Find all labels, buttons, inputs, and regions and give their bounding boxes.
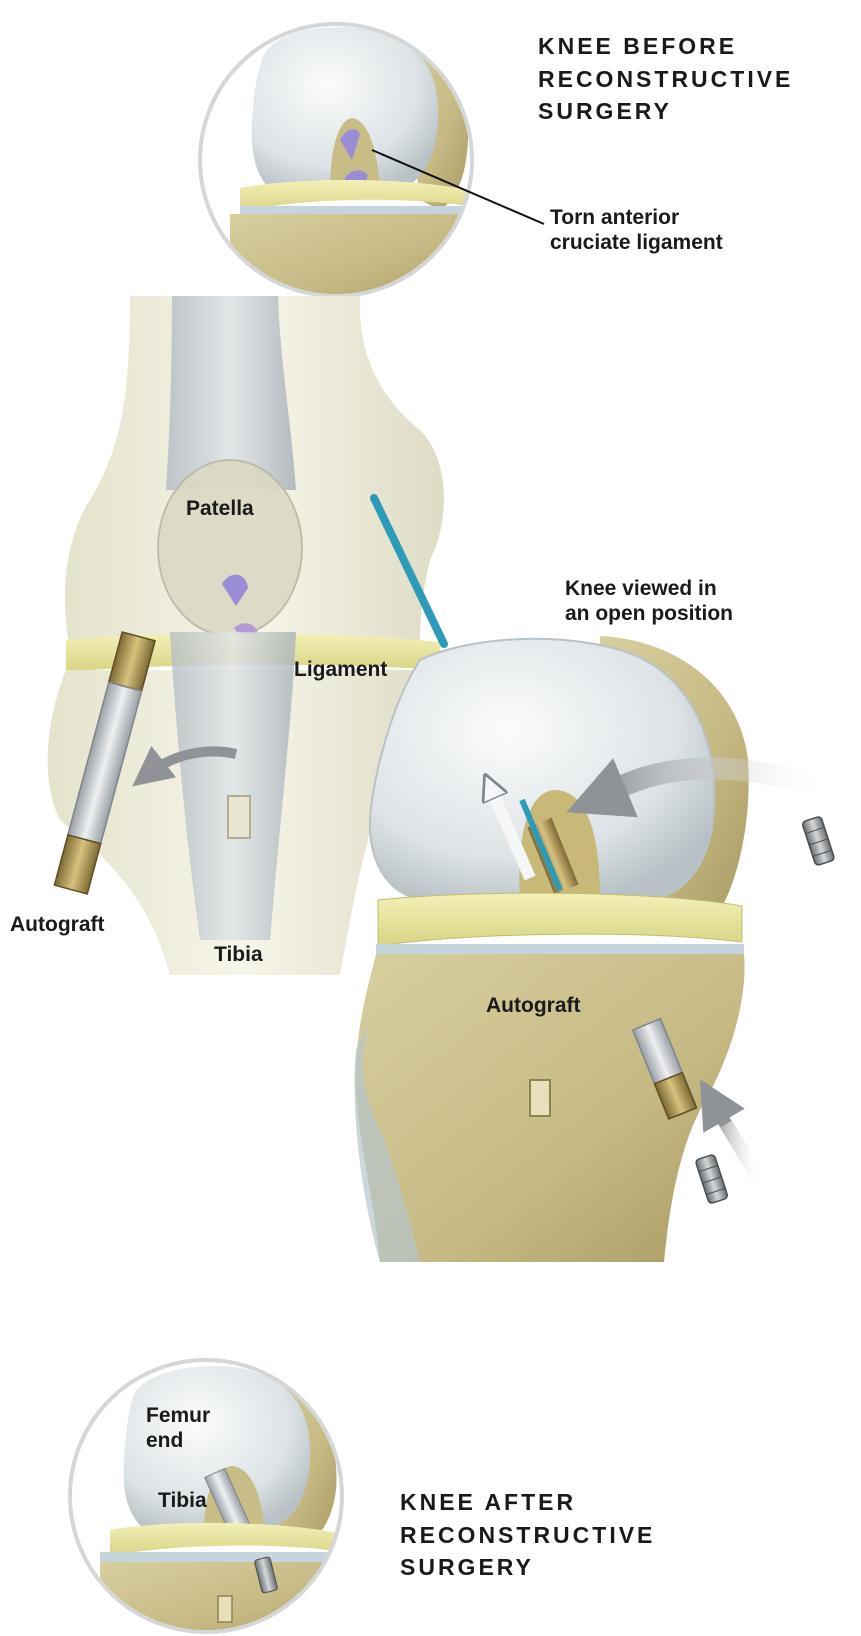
- open-meniscus: [378, 893, 742, 946]
- harvest-site: [228, 796, 250, 838]
- after-tibia-label: Tibia: [158, 1488, 207, 1513]
- lower-arrow: [712, 1100, 726, 1124]
- after-cartilage-gap: [100, 1552, 350, 1562]
- patella: [158, 460, 302, 636]
- front-tibia-label: Tibia: [214, 942, 263, 967]
- after-heading-line-1: KNEE AFTER: [400, 1486, 655, 1519]
- graft-bone-plug-bottom: [54, 835, 100, 894]
- tibial-tunnel: [530, 1080, 550, 1116]
- knee-before-inset: [200, 20, 544, 300]
- open-autograft-label: Autograft: [486, 993, 580, 1018]
- before-heading-line-3: SURGERY: [538, 95, 793, 128]
- femur-end-label-line-2: end: [146, 1428, 210, 1453]
- after-tibial-tunnel: [218, 1596, 232, 1622]
- patella-label: Patella: [186, 496, 254, 521]
- torn-ligament-label: Torn anterior cruciate ligament: [550, 205, 723, 255]
- femur-end-label-line-1: Femur: [146, 1403, 210, 1428]
- torn-ligament-label-line-2: cruciate ligament: [550, 230, 723, 255]
- interference-screw-top: [802, 816, 835, 866]
- open-view-title: Knee viewed in an open position: [565, 576, 733, 626]
- front-autograft-label: Autograft: [10, 912, 104, 937]
- open-view-title-line-1: Knee viewed in: [565, 576, 733, 601]
- open-cartilage-gap: [376, 944, 744, 954]
- femur-end-label: Femur end: [146, 1403, 210, 1453]
- torn-ligament-label-line-1: Torn anterior: [550, 205, 723, 230]
- after-heading-line-3: SURGERY: [400, 1551, 655, 1584]
- after-heading: KNEE AFTER RECONSTRUCTIVE SURGERY: [400, 1486, 655, 1584]
- before-heading-line-2: RECONSTRUCTIVE: [538, 63, 793, 96]
- before-heading: KNEE BEFORE RECONSTRUCTIVE SURGERY: [538, 30, 793, 128]
- knee-after-inset: [70, 1360, 350, 1636]
- after-heading-line-2: RECONSTRUCTIVE: [400, 1519, 655, 1552]
- open-view-title-line-2: an open position: [565, 601, 733, 626]
- ligament-label: Ligament: [294, 657, 387, 682]
- before-heading-line-1: KNEE BEFORE: [538, 30, 793, 63]
- screw-insert-arrow: [596, 790, 620, 800]
- knee-open-view: [354, 636, 834, 1262]
- interference-screw-bottom: [695, 1154, 728, 1204]
